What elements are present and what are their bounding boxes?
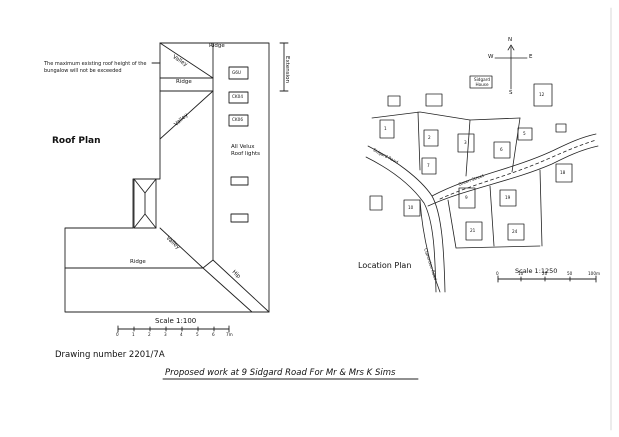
- compass-west: W: [488, 54, 494, 60]
- house-number: 3: [464, 140, 467, 145]
- house-24: [507, 223, 525, 241]
- north-arrow: [507, 44, 515, 51]
- house-number: 2: [428, 135, 431, 140]
- house-3: [457, 133, 475, 153]
- rooflight-size-1: G6U: [232, 70, 241, 75]
- rooflight-4: [230, 176, 249, 186]
- drawing-number: Drawing number 2201/7A: [55, 350, 165, 360]
- location-scale-tick: 50: [567, 271, 573, 276]
- rooflight-2: [228, 91, 249, 104]
- house-number: 18: [560, 170, 566, 175]
- house-7: [421, 157, 437, 175]
- valley-line-mid: [159, 90, 214, 140]
- house-number: 21: [470, 228, 476, 233]
- ridge-junction: [202, 259, 214, 269]
- rooflight-5: [230, 213, 249, 223]
- roof-scale-tick: 7m: [226, 332, 233, 337]
- compass-south: S: [509, 90, 513, 96]
- house-12: [533, 83, 553, 107]
- ridge-label-3: Ridge: [130, 259, 146, 265]
- house-1: [379, 119, 395, 139]
- valley-line-top: [159, 42, 214, 79]
- location-scale-bar: [497, 275, 597, 283]
- extension-label: Extension: [284, 56, 290, 84]
- rooflight-1: [228, 66, 249, 80]
- roof-scale-tick: 4: [180, 332, 183, 337]
- building-c: [555, 123, 567, 133]
- rooflight-size-3: CK06: [232, 117, 243, 122]
- clarendon-road-edge: [419, 199, 441, 293]
- footer-title: Proposed work at 9 Sidgard Road For Mr &…: [165, 368, 396, 378]
- roof-scale-label: Scale 1:100: [155, 317, 197, 325]
- ridge-label-2: Ridge: [176, 79, 192, 85]
- roof-outline-left: [64, 42, 270, 313]
- valley-line-lower: [159, 227, 204, 269]
- green-street-edge-2: [427, 145, 599, 207]
- roof-scale-tick: 3: [164, 332, 167, 337]
- house-number: 10: [408, 205, 414, 210]
- hip-line: [212, 259, 270, 313]
- building-d: [369, 195, 383, 211]
- rooflight-3: [228, 114, 249, 127]
- location-plan-map: [365, 44, 599, 293]
- velux-note: All Velux Roof lights: [231, 144, 261, 157]
- compass-east: E: [529, 54, 533, 60]
- roof-scale-tick: 0: [116, 332, 119, 337]
- plot-boundary-c: [511, 117, 521, 173]
- plot-boundary-north: [371, 111, 521, 121]
- location-scale-tick: 100m: [588, 271, 601, 276]
- roof-note: The maximum existing roof height of the …: [44, 61, 147, 74]
- house-2: [423, 129, 439, 147]
- sidgard-house-label: Sidgard House: [473, 77, 490, 87]
- house-9: [458, 187, 476, 209]
- plot-boundary-d: [489, 185, 495, 247]
- projection-hip-top: [133, 178, 157, 194]
- house-6: [493, 141, 511, 159]
- house-18: [555, 163, 573, 183]
- hip-line-2: [202, 267, 253, 313]
- roof-plan-drawing: [64, 42, 289, 313]
- sidgard-road-edge-2: [365, 156, 437, 293]
- roof-scale-tick: 1: [132, 332, 135, 337]
- house-number: 6: [500, 147, 503, 152]
- location-scale-tick: 20: [542, 271, 548, 276]
- house-number: 24: [512, 229, 518, 234]
- roof-plan-title: Roof Plan: [52, 136, 101, 146]
- projection-hip-bottom: [133, 213, 157, 229]
- plot-boundary-a: [417, 111, 421, 171]
- house-number: 5: [523, 131, 526, 136]
- plot-boundary-e: [539, 169, 543, 247]
- house-10: [403, 199, 421, 217]
- compass-north: N: [508, 37, 513, 43]
- house-number: 7: [427, 163, 430, 168]
- rooflight-size-2: CK04: [232, 94, 243, 99]
- ridge-label-1: Ridge: [209, 43, 225, 49]
- location-scale-label: Scale 1:1250: [515, 267, 558, 275]
- roof-outline-right: [159, 42, 270, 313]
- house-5: [517, 127, 533, 141]
- building-a: [387, 95, 401, 107]
- roof-scale-bar: [117, 325, 230, 333]
- green-street-centre: [439, 139, 597, 200]
- house-number: 12: [539, 92, 545, 97]
- location-plan-title: Location Plan: [358, 261, 412, 270]
- plot-boundary-south: [447, 199, 541, 249]
- house-number: 9: [465, 195, 468, 200]
- green-street-edge-1: [431, 133, 597, 197]
- roof-scale-tick: 6: [212, 332, 215, 337]
- house-21: [465, 221, 483, 241]
- roof-scale-tick: 5: [196, 332, 199, 337]
- location-scale-tick: 10: [518, 271, 524, 276]
- building-b: [425, 93, 443, 107]
- house-number: 19: [505, 195, 511, 200]
- plot-boundary-b: [465, 119, 471, 177]
- location-scale-tick: 0: [496, 271, 499, 276]
- house-number: 1: [384, 126, 387, 131]
- roof-scale-tick: 2: [148, 332, 151, 337]
- sidgard-house-outline: [469, 75, 493, 89]
- roof-projection: [133, 178, 157, 229]
- house-19: [499, 189, 517, 207]
